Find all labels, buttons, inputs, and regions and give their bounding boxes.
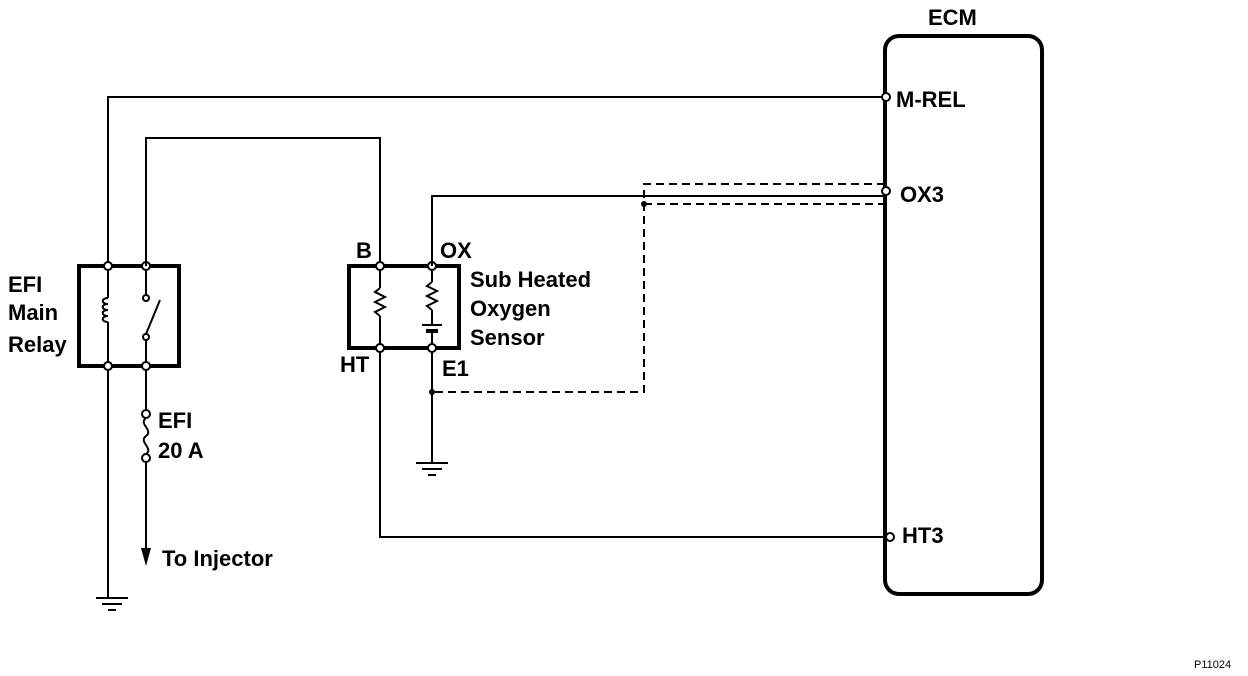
ground-icon xyxy=(96,597,128,611)
ecm-pin-ht3-label: HT3 xyxy=(902,523,944,548)
ecm-pin-ox3-label: OX3 xyxy=(900,182,944,207)
sensor-label-2: Oxygen xyxy=(470,296,551,321)
figure-id: P11024 xyxy=(1194,659,1231,671)
fuse-icon xyxy=(141,409,151,463)
sensor-label-3: Sensor xyxy=(470,325,545,350)
efi-main-relay: EFI Main Relay xyxy=(8,261,181,371)
ecm-terminal-ox3 xyxy=(881,186,891,196)
fuse-label-1: EFI xyxy=(158,408,192,433)
ecm-terminal-ht3 xyxy=(885,532,895,542)
sensor-pin-ox-label: OX xyxy=(440,238,472,263)
sensor-label-1: Sub Heated xyxy=(470,267,591,292)
ecm-title: ECM xyxy=(928,5,977,30)
ground-icon xyxy=(416,462,448,476)
relay-box xyxy=(77,264,181,368)
sensor-terminal-ht xyxy=(375,343,385,353)
relay-label-1: EFI xyxy=(8,272,42,297)
ecm-terminal-mrel xyxy=(881,92,891,102)
shield-junction xyxy=(641,201,647,207)
sensor-terminal-e1 xyxy=(427,343,437,353)
sensor-terminal-b xyxy=(375,261,385,271)
relay-coil xyxy=(101,297,109,323)
injector-label: To Injector xyxy=(162,546,273,571)
ecm-block: ECM M-REL OX3 HT3 xyxy=(883,5,1044,596)
ox-signal-wire xyxy=(431,195,885,266)
shield-wire xyxy=(432,183,885,393)
relay-terminal xyxy=(141,361,151,371)
sensor-pin-b-label: B xyxy=(356,238,372,263)
heater-resistor xyxy=(372,287,388,317)
ecm-pin-mrel-label: M-REL xyxy=(896,87,966,112)
oxygen-sensor: B OX HT E1 Sub Heated Oxygen Sensor xyxy=(340,238,591,381)
arrow-down-icon xyxy=(141,548,151,566)
ecm-box xyxy=(883,34,1044,596)
ht-wire xyxy=(379,352,885,538)
relay-terminal xyxy=(103,261,113,271)
sensor-pin-e1-label: E1 xyxy=(442,356,469,381)
relay-label-3: Relay xyxy=(8,332,67,357)
relay-label-2: Main xyxy=(8,300,58,325)
sensor-pin-ht-label: HT xyxy=(340,352,370,377)
mrel-wire xyxy=(107,96,885,266)
b-supply-wire xyxy=(145,137,381,266)
fuse-label-2: 20 A xyxy=(158,438,204,463)
sensor-resistor xyxy=(424,281,440,311)
sensor-box xyxy=(347,264,461,350)
relay-terminal xyxy=(103,361,113,371)
relay-switch xyxy=(145,299,161,335)
